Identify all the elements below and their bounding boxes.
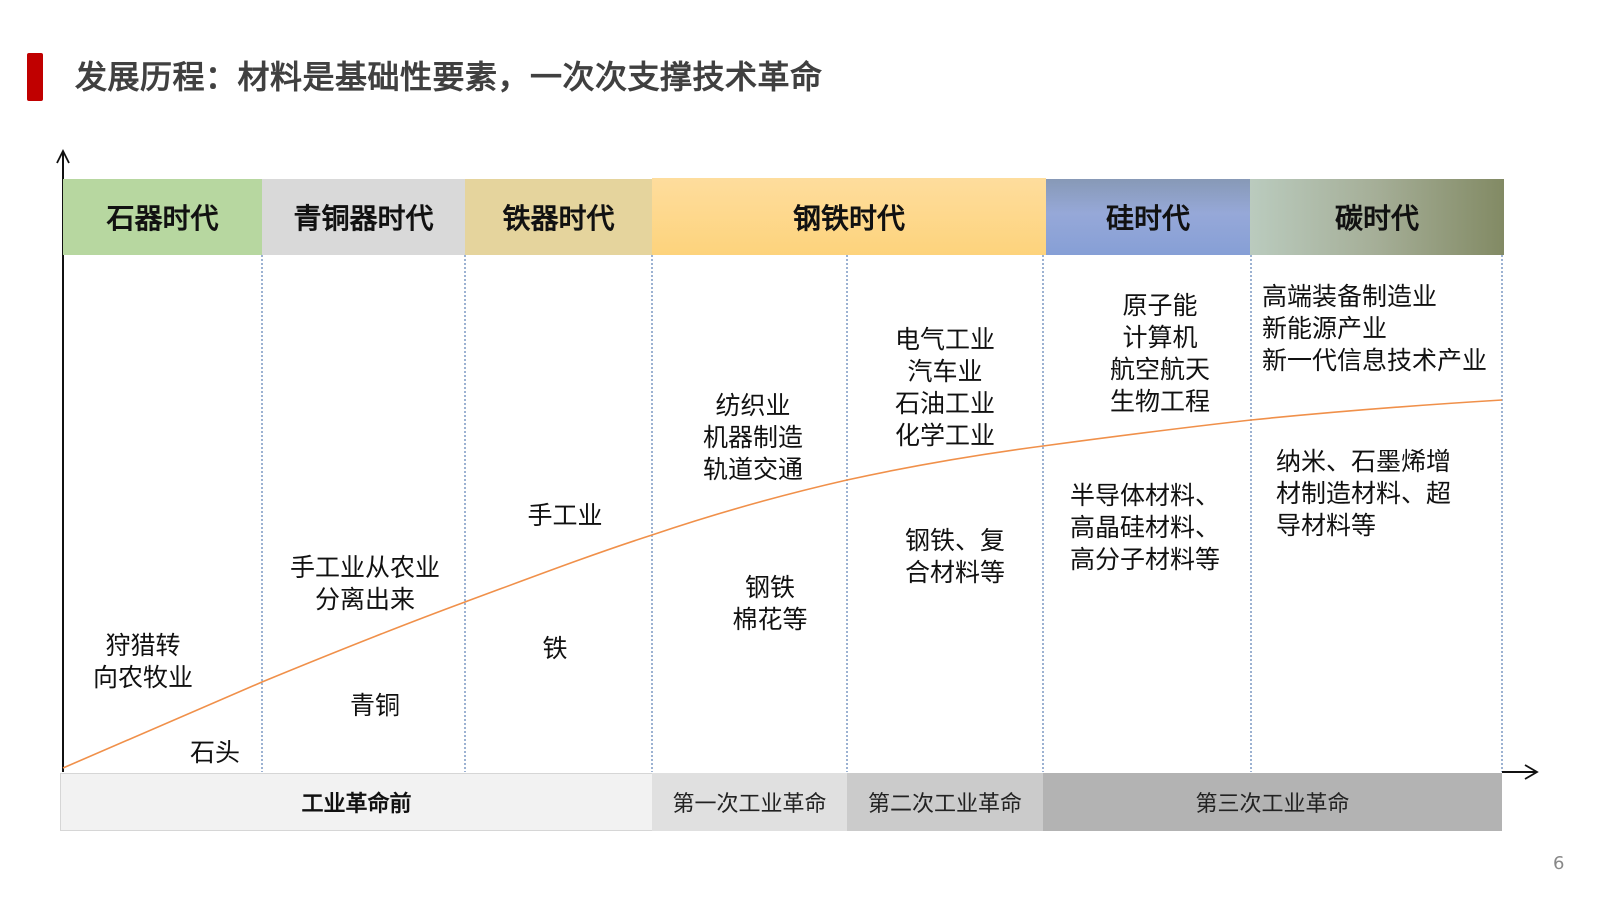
industry-iron: 手工业: [527, 501, 603, 530]
era-label: 青铜器时代: [293, 202, 434, 235]
period-label: 第三次工业革命: [1195, 792, 1350, 817]
period-pre-industrial: 工业革命前: [60, 773, 652, 831]
y-axis-arrow-icon: [56, 148, 70, 164]
material-bronze: 青铜: [349, 691, 400, 720]
period-third-industrial-revolution: 第三次工业革命: [1043, 773, 1502, 831]
period-label: 第一次工业革命: [672, 792, 827, 817]
industry-steel-second: 电气工业 汽车业 石油工业 化学工业: [894, 325, 995, 450]
era-bronze-age: 青铜器时代: [262, 179, 465, 255]
era-label: 硅时代: [1105, 202, 1190, 235]
era-silicon-age: 硅时代: [1046, 179, 1250, 255]
page-number: 6: [1553, 853, 1565, 874]
x-axis-arrow-icon: [1524, 764, 1539, 780]
industry-stone: 狩猎转 向农牧业: [92, 631, 193, 692]
material-steel-second: 钢铁、复 合材料等: [904, 526, 1005, 587]
era-label: 铁器时代: [502, 202, 615, 235]
development-curve: [62, 399, 1503, 769]
material-silicon: 半导体材料、 高晶硅材料、 高分子材料等: [1070, 481, 1221, 574]
era-carbon-age: 碳时代: [1250, 179, 1504, 255]
period-label: 工业革命前: [301, 792, 412, 817]
industry-bronze: 手工业从农业 分离出来: [289, 553, 440, 614]
era-stone-age: 石器时代: [63, 179, 262, 255]
era-steel-age: 钢铁时代: [652, 178, 1046, 255]
material-steel-first: 钢铁 棉花等: [732, 573, 808, 634]
period-first-industrial-revolution: 第一次工业革命: [652, 773, 847, 831]
material-carbon: 纳米、石墨烯增 材制造材料、超 导材料等: [1276, 447, 1452, 540]
material-stone: 石头: [189, 738, 240, 767]
material-iron: 铁: [542, 634, 568, 663]
era-label: 碳时代: [1334, 202, 1419, 235]
slide-title: 发展历程：材料是基础性要素，一次次支撑技术革命: [75, 58, 823, 96]
era-label: 钢铁时代: [792, 201, 905, 235]
period-label: 第二次工业革命: [867, 792, 1022, 817]
era-iron-age: 铁器时代: [465, 179, 652, 255]
era-label: 石器时代: [106, 202, 219, 235]
industry-carbon: 高端装备制造业 新能源产业 新一代信息技术产业: [1262, 282, 1488, 375]
industry-steel-first: 纺织业 机器制造 轨道交通: [702, 391, 803, 484]
title-accent-bar: [27, 53, 43, 101]
period-second-industrial-revolution: 第二次工业革命: [847, 773, 1043, 831]
industry-silicon: 原子能 计算机 航空航天 生物工程: [1109, 291, 1210, 416]
